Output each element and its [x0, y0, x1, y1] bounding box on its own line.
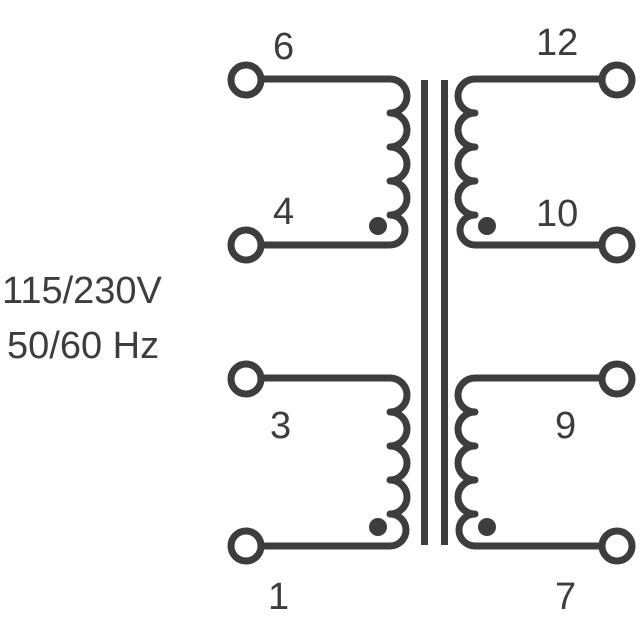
terminal-10[interactable] — [598, 226, 636, 264]
polarity-dot-upper-right — [478, 217, 496, 235]
pin-label-12: 12 — [536, 22, 579, 64]
pin-label-9: 9 — [555, 405, 577, 447]
pin-label-1: 1 — [268, 576, 290, 618]
terminal-3[interactable] — [227, 360, 265, 398]
voltage-rating: 115/230V — [2, 270, 162, 312]
polarity-dot-upper-left — [369, 217, 387, 235]
terminal-7[interactable] — [598, 527, 636, 565]
pin-label-6: 6 — [273, 26, 295, 68]
polarity-dot-lower-left — [369, 518, 387, 536]
terminal-12[interactable] — [598, 61, 636, 99]
terminal-1[interactable] — [227, 527, 265, 565]
winding-upper-right — [454, 61, 636, 264]
pin-label-3: 3 — [270, 405, 292, 447]
pin-label-7: 7 — [555, 576, 577, 618]
terminal-9[interactable] — [598, 360, 636, 398]
winding-lower-right — [454, 360, 636, 565]
terminal-6[interactable] — [227, 61, 265, 99]
pin-label-4: 4 — [273, 191, 295, 233]
polarity-dot-lower-right — [478, 518, 496, 536]
winding-lower-left — [227, 360, 411, 565]
winding-upper-left — [227, 61, 411, 264]
terminal-4[interactable] — [227, 226, 265, 264]
frequency-rating: 50/60 Hz — [7, 325, 160, 367]
pin-label-10: 10 — [536, 193, 579, 235]
